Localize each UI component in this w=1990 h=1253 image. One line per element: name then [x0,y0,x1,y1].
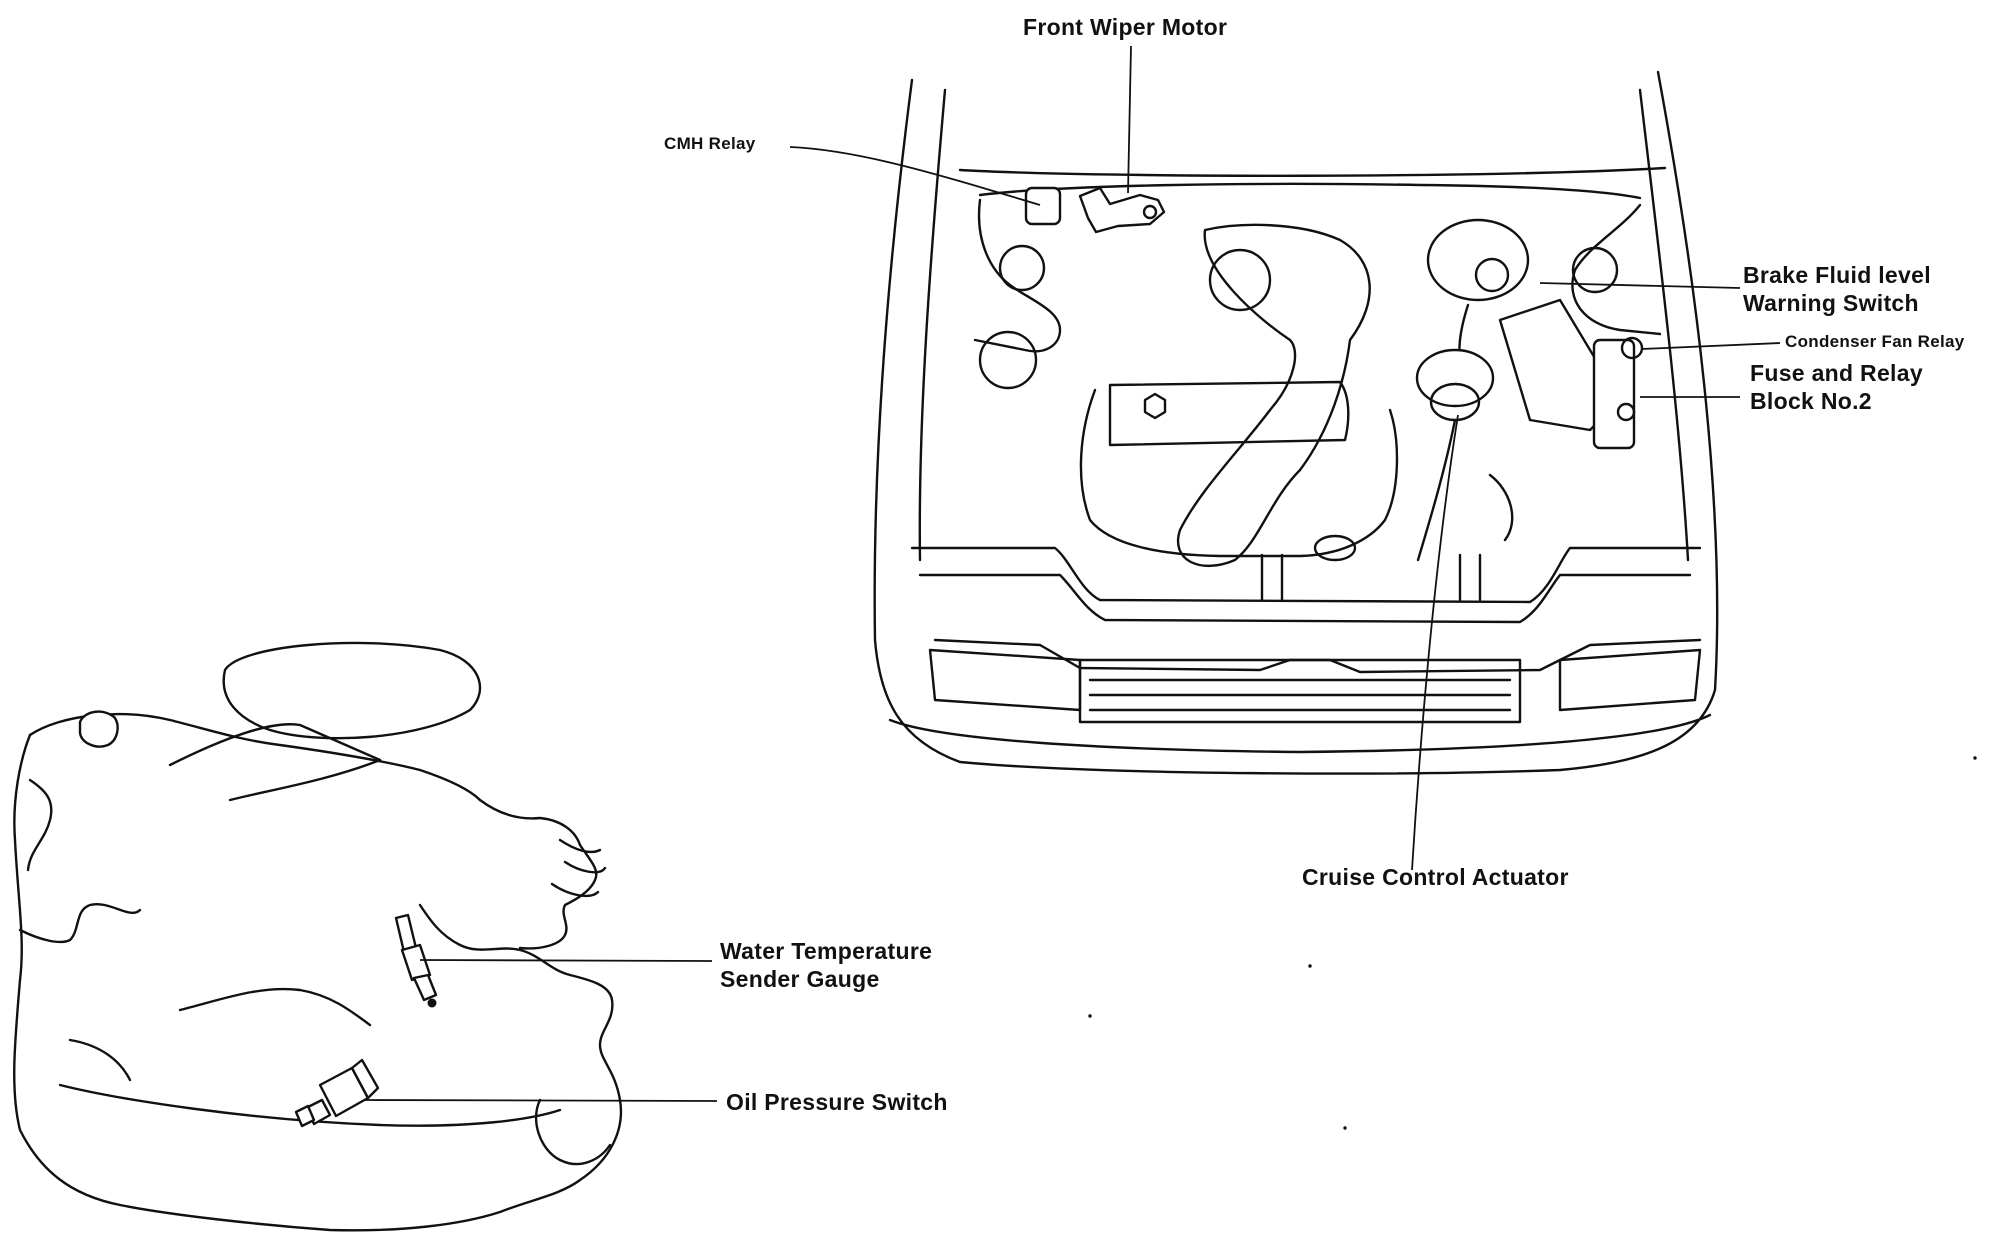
leader-brake-fluid [1539,282,1741,289]
cruise-cable [1416,418,1457,562]
engine-lower-detail [68,1038,132,1082]
intake-cap [1208,248,1272,312]
scan-specks [1088,756,1977,1130]
leader-condenser-fan-relay [1641,342,1781,350]
engine-left-detail [26,778,53,872]
car-leader-lines [789,45,1781,871]
left-strut-tower [973,198,1062,353]
radiator-cap [1313,534,1357,562]
leader-cruise-control [1411,414,1459,871]
label-water-temp-line1: Water Temperature [720,938,933,964]
label-front-wiper-motor: Front Wiper Motor [1023,14,1228,40]
oil-cap-gear [1143,392,1167,420]
brake-fluid-reservoir [1474,257,1510,293]
fuse-relay-block-part [1592,338,1636,450]
label-cmh-relay: CMH Relay [664,134,756,153]
engine-air-cleaner [222,641,482,740]
label-fuse-relay-line1: Fuse and Relay [1750,360,1923,386]
label-oil-pressure-switch: Oil Pressure Switch [726,1089,948,1115]
cmh-relay-part [1024,186,1062,226]
engine-ribs [550,838,607,898]
oil-pressure-switch-part [294,1058,380,1128]
fuse-block-connector [1616,402,1636,422]
front-bumper [888,713,1712,754]
harness-loop [1488,473,1514,542]
engine-body-outline [13,733,623,1232]
cowl-panel [958,166,1667,177]
engine-pulley [534,1098,612,1166]
radiator-post-right [1458,553,1482,602]
engine-oil-cap [78,710,119,748]
cruise-actuator-part [1415,348,1495,408]
leader-water-temp [419,959,713,962]
label-water-temp-line2: Sender Gauge [720,966,880,992]
left-headlight [928,648,1082,712]
water-temp-sender-part [394,913,438,1008]
grille-slats [1088,678,1512,712]
label-condenser-fan-relay: Condenser Fan Relay [1785,332,1965,351]
car-body-outline [873,70,1719,775]
label-brake-fluid-line1: Brake Fluid level [1743,262,1931,288]
engine-block [1108,380,1350,447]
engine-mid-detail [18,902,142,944]
left-fender-inner [918,88,947,562]
leader-cmh-relay [789,146,1041,206]
radiator-support-lower [918,573,1692,624]
left-strut-cap [998,244,1046,292]
firewall [978,182,1642,200]
label-cruise-control-actuator: Cruise Control Actuator [1302,864,1569,890]
label-brake-fluid-line2: Warning Switch [1743,290,1919,316]
radiator-post-left [1260,553,1284,602]
engine-valve-cover-right [478,798,598,950]
hood-lock-bar [933,638,1702,674]
engine-drawing [13,641,623,1232]
engine-lower [1079,388,1399,558]
right-strut-tower [1571,203,1662,336]
engine-block-ridge [178,987,372,1027]
brake-booster [1426,218,1530,302]
front-grille [1078,658,1522,724]
air-intake-duct [1177,223,1371,568]
car-engine-bay-drawing [873,70,1719,775]
left-wheel-well-bump [978,330,1038,390]
right-fender-inner [1638,88,1690,562]
leader-oil-pressure [364,1099,718,1102]
intake-tube [168,723,382,802]
radiator-support [910,546,1702,604]
engine-leader-lines [364,959,718,1102]
condenser-fan-relay-part [1620,336,1644,360]
engine-oil-pan-line [58,1083,562,1127]
label-fuse-relay-line2: Block No.2 [1750,388,1872,414]
right-strut-cap [1571,246,1619,294]
wiper-motor-shaft [1142,204,1158,220]
wiper-motor-part [1078,186,1166,234]
right-headlight [1558,648,1702,712]
leader-front-wiper-motor [1127,45,1132,194]
